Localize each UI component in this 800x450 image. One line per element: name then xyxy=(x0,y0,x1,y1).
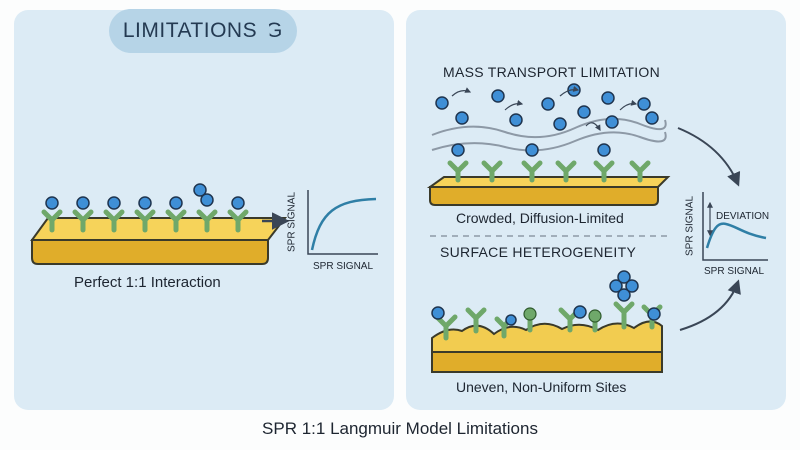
analyte-molecule xyxy=(525,143,539,157)
motion-arrow-icon xyxy=(504,99,524,111)
analyte-molecule xyxy=(609,279,623,293)
analyte-molecule xyxy=(193,183,207,197)
analyte-molecule xyxy=(491,89,505,103)
heterogeneity-caption: Uneven, Non-Uniform Sites xyxy=(456,379,627,395)
arrow-up-curve-icon xyxy=(679,279,741,331)
ideal-binding-curve xyxy=(310,197,377,251)
analyte-molecule xyxy=(431,306,445,320)
mass-transport-title: MASS TRANSPORT LIMITATION xyxy=(443,64,661,80)
antibody xyxy=(629,160,651,183)
analyte-molecule xyxy=(541,97,555,111)
analyte-molecule xyxy=(601,91,615,105)
antibody xyxy=(593,160,615,183)
crowded-antibody-row xyxy=(447,143,651,183)
analyte-molecule xyxy=(76,196,90,210)
analyte-molecule xyxy=(455,111,469,125)
uneven-antibody-row xyxy=(431,270,663,341)
analyte-molecule xyxy=(605,115,619,129)
deviation-sensorgram xyxy=(702,192,768,261)
antibody xyxy=(227,209,249,233)
analyte-molecule xyxy=(617,270,631,284)
analyte-molecule xyxy=(107,196,121,210)
antibody xyxy=(41,209,63,233)
motion-arrow-icon xyxy=(451,87,472,97)
uneven-sensor-surface xyxy=(431,320,663,373)
ideal-sensorgram xyxy=(307,190,378,255)
diffusion-layer-line xyxy=(431,117,667,139)
analyte-molecule xyxy=(573,305,587,319)
analyte-molecule xyxy=(597,143,611,157)
analyte-molecule xyxy=(505,314,517,326)
arrow-down-curve-icon xyxy=(677,127,741,187)
analyte-molecule xyxy=(231,196,245,210)
ideal-graph-y-label: SPR SIGNAL xyxy=(286,191,298,253)
analyte-molecule xyxy=(625,279,639,293)
analyte-molecule xyxy=(553,117,567,131)
ideal-graph-x-label: SPR SIGNAL xyxy=(313,261,374,272)
figure-caption: SPR 1:1 Langmuir Model Limitations xyxy=(262,419,538,438)
ideal-antibody-row xyxy=(41,183,249,233)
ideal-binding-panel xyxy=(14,10,394,410)
analyte-molecule xyxy=(647,307,661,321)
deviation-graph-y-label: SPR SIGNAL xyxy=(684,195,696,257)
antibody xyxy=(481,160,503,183)
analyte-molecule xyxy=(577,105,591,119)
analyte-molecule xyxy=(200,193,214,207)
antibody xyxy=(196,209,218,233)
crowded-sensor-surface xyxy=(426,176,671,206)
deviation-curve xyxy=(705,222,767,249)
antibody xyxy=(165,209,187,233)
antibody xyxy=(465,307,487,334)
heterogeneity-title: SURFACE HETEROGENEITY xyxy=(440,244,637,260)
antibody xyxy=(555,160,577,183)
antibody xyxy=(521,160,543,183)
ideal-caption: Perfect 1:1 Interaction xyxy=(74,274,221,291)
antibody xyxy=(613,301,635,330)
limitations-heading: LIMITATIONS xyxy=(110,9,270,53)
motion-arrow-icon xyxy=(619,99,638,111)
analyte-molecule xyxy=(451,143,465,157)
ideal-sensor-surface xyxy=(30,217,288,265)
diffusion-layer-line xyxy=(431,131,667,152)
analyte-molecule xyxy=(509,113,523,127)
analyte-molecule xyxy=(45,196,59,210)
analyte-molecule xyxy=(169,196,183,210)
analyte-aggregate xyxy=(617,288,631,302)
analyte-molecule xyxy=(435,96,449,110)
floating-analytes xyxy=(435,83,659,132)
antibody xyxy=(72,209,94,233)
deviation-graph-x-label: SPR SIGNAL xyxy=(704,266,765,277)
motion-arrow-icon xyxy=(585,122,601,132)
mass-transport-caption: Crowded, Diffusion-Limited xyxy=(456,210,624,226)
antibody xyxy=(103,209,125,233)
analyte-molecule xyxy=(637,97,651,111)
analyte-molecule xyxy=(645,111,659,125)
deviation-label: DEVIATION xyxy=(716,211,770,222)
antibody xyxy=(134,209,156,233)
antibody xyxy=(447,160,469,183)
analyte-molecule xyxy=(138,196,152,210)
motion-arrow-icon xyxy=(559,86,580,97)
